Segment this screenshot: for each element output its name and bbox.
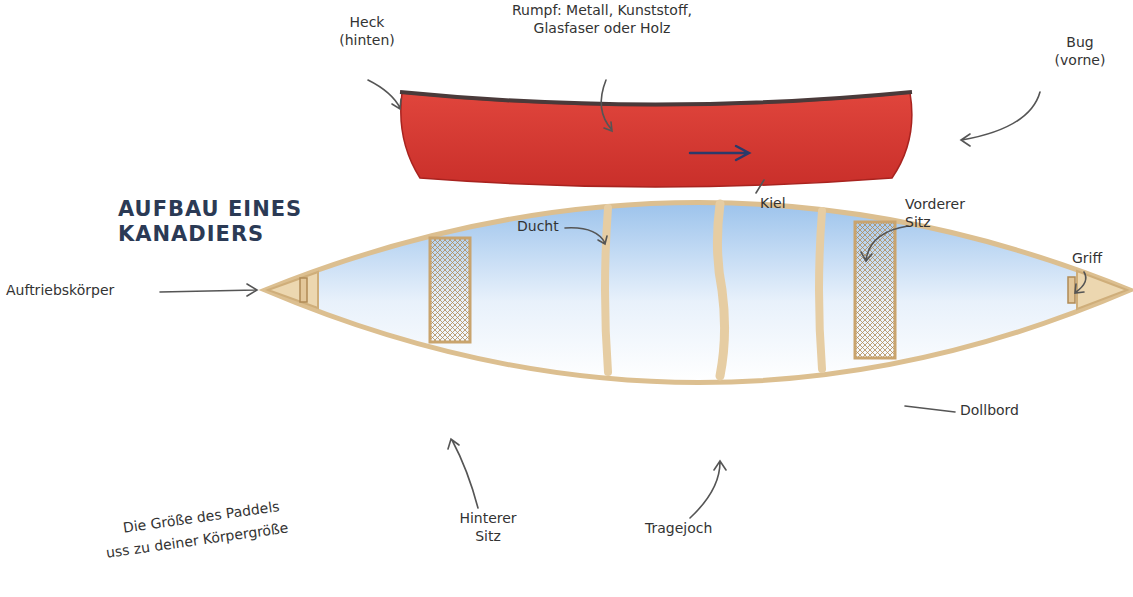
thwart <box>605 208 608 372</box>
grip-stern <box>300 278 307 302</box>
leader-hinterer-sitz <box>448 439 478 508</box>
leader-heck <box>368 80 401 109</box>
direction-arrow <box>690 146 749 160</box>
leader-vorderer-sitz <box>861 226 908 261</box>
part-label: Tragejoch <box>645 520 745 538</box>
part-label: Bug (vorne) <box>1040 34 1120 69</box>
rear-seat <box>430 238 470 342</box>
leader-bug <box>961 92 1040 146</box>
leader-griff <box>1075 272 1086 293</box>
yoke <box>717 204 724 376</box>
deck-stern <box>268 272 318 308</box>
hull-top <box>265 203 1130 383</box>
part-label: Kiel <box>760 195 820 213</box>
part-label: Vorderer Sitz <box>905 196 985 231</box>
part-label: Hinterer Sitz <box>448 510 528 545</box>
part-label: Heck (hinten) <box>326 14 408 49</box>
leader-rumpf <box>601 80 612 131</box>
gunwale-side <box>400 92 912 105</box>
grip-bow <box>1068 277 1075 303</box>
front-seat <box>855 222 895 358</box>
diagram-title: AUFBAU EINES KANADIERS <box>118 197 308 247</box>
leader-auftrieb <box>160 284 257 296</box>
leader-tragejoch <box>690 461 726 518</box>
part-label: Ducht <box>517 218 597 236</box>
part-label: Dollbord <box>960 402 1050 420</box>
leader-kiel <box>756 180 764 193</box>
hull-side <box>401 93 912 187</box>
part-label: Griff <box>1072 250 1127 268</box>
leader-ducht <box>565 228 607 244</box>
part-label: Rumpf: Metall, Kunststoff, Glasfaser ode… <box>512 2 692 37</box>
deck-bow <box>1077 271 1127 309</box>
part-label: Auftriebskörper <box>6 282 156 300</box>
leader-dollbord <box>905 406 955 412</box>
thwart <box>819 211 822 369</box>
